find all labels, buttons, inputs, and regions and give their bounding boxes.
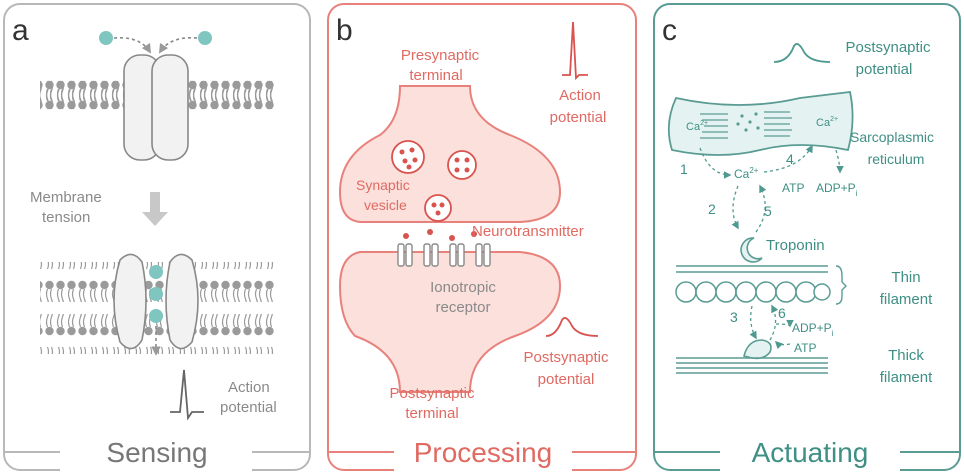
label-ca-sr-right: Ca2+ <box>816 116 838 129</box>
label-thin-1: Thin <box>891 269 920 286</box>
label-c-psp-1: Postsynaptic <box>845 39 931 56</box>
synaptic-vesicle-fusing <box>424 194 452 222</box>
crossbridge-arrows <box>749 304 794 350</box>
ion-arrow <box>113 36 152 54</box>
label-vesicle-1: Synaptic <box>356 177 410 193</box>
panel-c-letter: c <box>662 14 677 47</box>
postsynaptic-potential-icon <box>545 317 599 337</box>
label-action-potential-1: Action <box>228 379 270 396</box>
panel-b-footer: Processing <box>414 437 553 468</box>
ion-dot <box>99 31 113 45</box>
thick-filament <box>676 357 828 374</box>
label-troponin: Troponin <box>766 237 825 254</box>
label-thick-2: filament <box>880 369 933 386</box>
label-b-ap-2: potential <box>550 109 607 126</box>
synaptic-vesicle <box>447 150 477 180</box>
ion-dot <box>149 265 163 279</box>
label-action-potential-2: potential <box>220 399 277 416</box>
troponin-icon <box>740 237 763 263</box>
label-psp-1: Postsynaptic <box>523 349 609 366</box>
step-1: 1 <box>680 161 688 177</box>
label-thin-2: filament <box>880 291 933 308</box>
label-neurotransmitter: Neurotransmitter <box>472 223 584 240</box>
label-presynaptic-2: terminal <box>409 67 462 84</box>
label-postsynaptic-2: terminal <box>405 405 458 422</box>
label-psp-2: potential <box>538 371 595 388</box>
step-6: 6 <box>778 305 786 321</box>
label-adp-bottom: ADP+Pi <box>792 321 834 338</box>
step-2: 2 <box>708 201 716 217</box>
thin-filament-brace <box>835 265 847 305</box>
label-b-ap-1: Action <box>559 87 601 104</box>
label-atp-top: ATP <box>782 181 804 195</box>
ion-channel-closed <box>123 54 189 161</box>
label-receptor-1: Ionotropic <box>430 279 496 296</box>
panel-a-sensing: a Membrane tension <box>3 3 311 472</box>
neurotransmitter-dots <box>403 229 477 241</box>
label-presynaptic-1: Presynaptic <box>401 47 480 64</box>
ion-arrow <box>158 36 198 54</box>
presynaptic-terminal <box>338 85 562 223</box>
ion-channel-open <box>113 253 199 350</box>
panel-b-processing: b Presynaptic terminal Synaptic vesicle <box>327 3 637 472</box>
label-thick-1: Thick <box>888 347 924 364</box>
label-membrane-tension-2: tension <box>42 209 90 226</box>
down-arrow-icon <box>142 192 168 226</box>
action-potential-icon <box>170 369 204 421</box>
label-adp-top: ADP+Pi <box>816 181 858 198</box>
label-atp-bottom: ATP <box>794 341 816 355</box>
action-potential-icon <box>562 21 588 81</box>
step-3: 3 <box>730 309 738 325</box>
sr-calcium-dots <box>736 112 760 132</box>
panel-c-actuating: c Postsynaptic potential Ca2+ Ca2+ Sarco… <box>653 3 961 472</box>
label-sr-2: reticulum <box>868 151 925 167</box>
panel-a-letter: a <box>12 14 29 47</box>
label-c-psp-2: potential <box>856 61 913 78</box>
calcium-cycle-arrows <box>699 144 844 233</box>
ion-dot <box>198 31 212 45</box>
label-ca-cytosol: Ca2+ <box>734 166 759 181</box>
label-receptor-2: receptor <box>435 299 490 316</box>
postsynaptic-potential-icon <box>773 43 831 63</box>
synaptic-vesicle <box>391 140 425 174</box>
sarcoplasmic-reticulum <box>667 91 854 156</box>
panel-c-footer: Actuating <box>752 437 869 468</box>
label-ca-sr-left: Ca2+ <box>686 120 708 133</box>
ion-dot <box>149 287 163 301</box>
panel-b-letter: b <box>336 14 353 47</box>
label-vesicle-2: vesicle <box>364 197 407 213</box>
postsynaptic-terminal <box>338 251 562 393</box>
label-postsynaptic-1: Postsynaptic <box>389 385 475 402</box>
step-4: 4 <box>786 151 794 167</box>
ion-dot <box>149 309 163 323</box>
label-sr-1: Sarcoplasmic <box>850 129 934 145</box>
panel-a-footer: Sensing <box>106 437 207 468</box>
sr-membrane-folds <box>700 111 792 139</box>
label-membrane-tension-1: Membrane <box>30 189 102 206</box>
thin-filament <box>675 265 831 303</box>
ionotropic-receptors <box>397 243 491 267</box>
step-5: 5 <box>764 203 772 219</box>
